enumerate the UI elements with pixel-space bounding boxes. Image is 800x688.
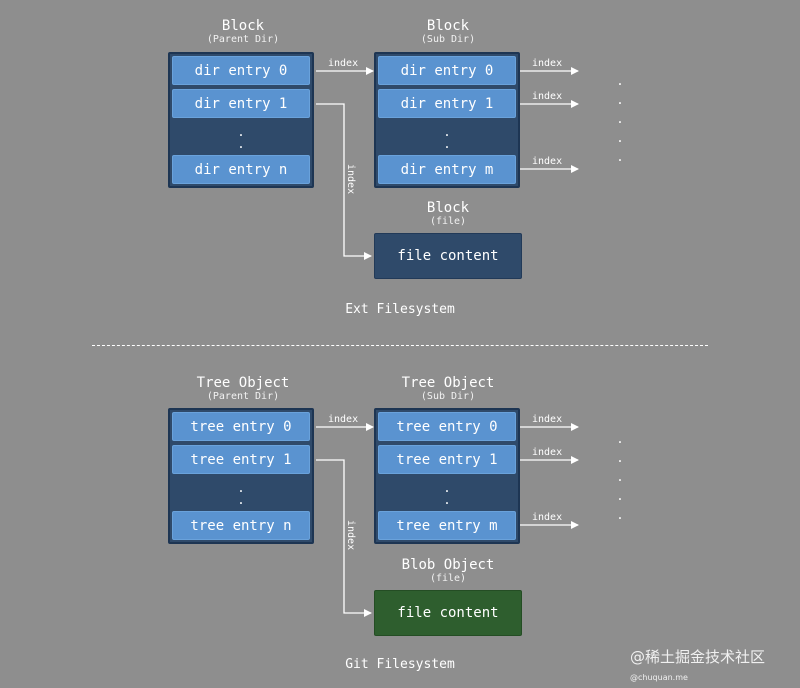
git-edge-label-parent-to-sub: index xyxy=(328,414,359,425)
ext-parent-block: dir entry 0 dir entry 1 . . dir entry n xyxy=(168,52,314,188)
ext-sub-entry-1: dir entry 1 xyxy=(378,89,516,118)
ext-parent-entry-n: dir entry n xyxy=(172,155,310,184)
git-parent-title: Tree Object xyxy=(196,375,290,391)
ext-arrow-parent-to-file xyxy=(316,103,372,260)
ext-trailing-dot-2: . xyxy=(616,112,624,126)
git-file-content-box: file content xyxy=(374,590,522,636)
git-parent-dot-1: . xyxy=(237,493,245,507)
git-parent-block: tree entry 0 tree entry 1 . . tree entry… xyxy=(168,408,314,544)
ext-edge-label-parent-to-sub: index xyxy=(328,58,359,69)
git-parent-entry-0: tree entry 0 xyxy=(172,412,310,441)
git-trailing-dot-0: . xyxy=(616,432,624,446)
git-trailing-dot-4: . xyxy=(616,508,624,522)
ext-trailing-dot-1: . xyxy=(616,93,624,107)
git-file-title: Blob Object xyxy=(401,557,495,573)
ext-parent-dot-0: . xyxy=(237,125,245,139)
ext-parent-entry-1: dir entry 1 xyxy=(172,89,310,118)
git-caption: Git Filesystem xyxy=(345,657,455,672)
git-edge-label-out-1: index xyxy=(532,447,563,458)
ext-trailing-dot-0: . xyxy=(616,74,624,88)
git-trailing-dot-3: . xyxy=(616,489,624,503)
ext-parent-dot-1: . xyxy=(237,137,245,151)
git-trailing-dot-1: . xyxy=(616,451,624,465)
git-file-subtitle: (file) xyxy=(429,573,467,584)
watermark-text: @稀土掘金技术社区 xyxy=(630,648,766,666)
ext-sub-dot-1: . xyxy=(443,137,451,151)
ext-sub-entry-m: dir entry m xyxy=(378,155,516,184)
git-parent-dot-0: . xyxy=(237,481,245,495)
ext-file-title: Block xyxy=(426,200,470,216)
section-divider xyxy=(92,345,708,346)
ext-file-content-box: file content xyxy=(374,233,522,279)
git-parent-subtitle: (Parent Dir) xyxy=(206,391,280,402)
git-arrow-parent-to-file xyxy=(316,459,372,617)
git-trailing-dot-2: . xyxy=(616,470,624,484)
git-parent-entry-n: tree entry n xyxy=(172,511,310,540)
git-sub-entry-1: tree entry 1 xyxy=(378,445,516,474)
git-edge-label-out-0: index xyxy=(532,414,563,425)
git-sub-dot-1: . xyxy=(443,493,451,507)
ext-edge-label-parent-to-file: index xyxy=(345,164,356,195)
git-edge-label-parent-to-file: index xyxy=(345,520,356,551)
watermark-sub: @chuquan.me xyxy=(630,673,688,682)
git-edge-label-out-2: index xyxy=(532,512,563,523)
ext-parent-entry-0: dir entry 0 xyxy=(172,56,310,85)
git-sub-title: Tree Object xyxy=(401,375,495,391)
ext-file-subtitle: (file) xyxy=(429,216,467,227)
ext-edge-label-out-2: index xyxy=(532,156,563,167)
git-sub-entry-m: tree entry m xyxy=(378,511,516,540)
ext-trailing-dot-3: . xyxy=(616,131,624,145)
ext-parent-title: Block xyxy=(221,18,265,34)
ext-trailing-dot-4: . xyxy=(616,150,624,164)
watermark: @稀土掘金技术社区 @chuquan.me xyxy=(630,648,800,687)
ext-sub-block: dir entry 0 dir entry 1 . . dir entry m xyxy=(374,52,520,188)
ext-edge-label-out-1: index xyxy=(532,91,563,102)
ext-parent-subtitle: (Parent Dir) xyxy=(206,34,280,45)
git-sub-entry-0: tree entry 0 xyxy=(378,412,516,441)
git-sub-dot-0: . xyxy=(443,481,451,495)
git-sub-subtitle: (Sub Dir) xyxy=(420,391,476,402)
git-parent-entry-1: tree entry 1 xyxy=(172,445,310,474)
ext-sub-dot-0: . xyxy=(443,125,451,139)
ext-edge-label-out-0: index xyxy=(532,58,563,69)
ext-sub-subtitle: (Sub Dir) xyxy=(420,34,476,45)
ext-sub-title: Block xyxy=(426,18,470,34)
ext-caption: Ext Filesystem xyxy=(345,302,455,317)
ext-sub-entry-0: dir entry 0 xyxy=(378,56,516,85)
git-sub-block: tree entry 0 tree entry 1 . . tree entry… xyxy=(374,408,520,544)
